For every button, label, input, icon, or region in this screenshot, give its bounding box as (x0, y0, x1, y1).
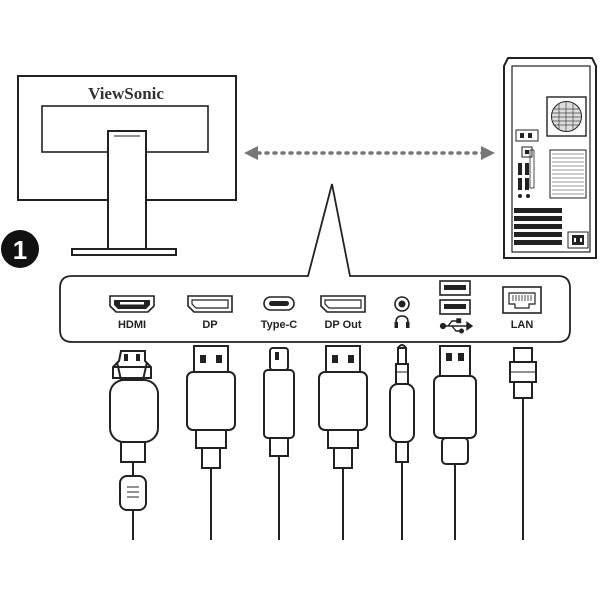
expansion-slots (514, 208, 562, 245)
headphone-icon (394, 315, 410, 328)
dp-port: DP (187, 295, 233, 331)
power-inlet-icon (567, 231, 589, 249)
lan-port: LAN (502, 286, 542, 331)
connection-arrow (244, 146, 495, 160)
dpout-label: DP Out (324, 319, 361, 331)
dp-label: DP (202, 319, 217, 331)
audio-cable (389, 344, 415, 540)
hdmi-cable (109, 350, 159, 540)
audio-port (394, 296, 410, 328)
hdmi-port: HDMI (109, 295, 155, 331)
dpout-port: DP Out (320, 295, 366, 331)
dp-cable (186, 345, 236, 540)
typec-port: Type-C (261, 296, 298, 331)
lan-cable (509, 347, 537, 540)
hdmi-label: HDMI (118, 319, 146, 331)
typec-label: Type-C (261, 319, 298, 331)
fan-icon (546, 96, 587, 137)
dpout-cable (318, 345, 368, 540)
pc-tower (503, 57, 597, 259)
usb-cable (433, 345, 477, 540)
vent-grille (549, 149, 587, 199)
typec-cable (263, 347, 295, 540)
pc-io-panel (515, 129, 539, 198)
monitor-brand: ViewSonic (88, 84, 164, 103)
usb-ports (439, 280, 474, 334)
lan-label: LAN (511, 319, 534, 331)
step-number: 1 (13, 235, 27, 265)
usb-icon (439, 318, 474, 334)
step-badge: 1 (1, 230, 39, 268)
monitor-rear: ViewSonic (17, 75, 237, 256)
